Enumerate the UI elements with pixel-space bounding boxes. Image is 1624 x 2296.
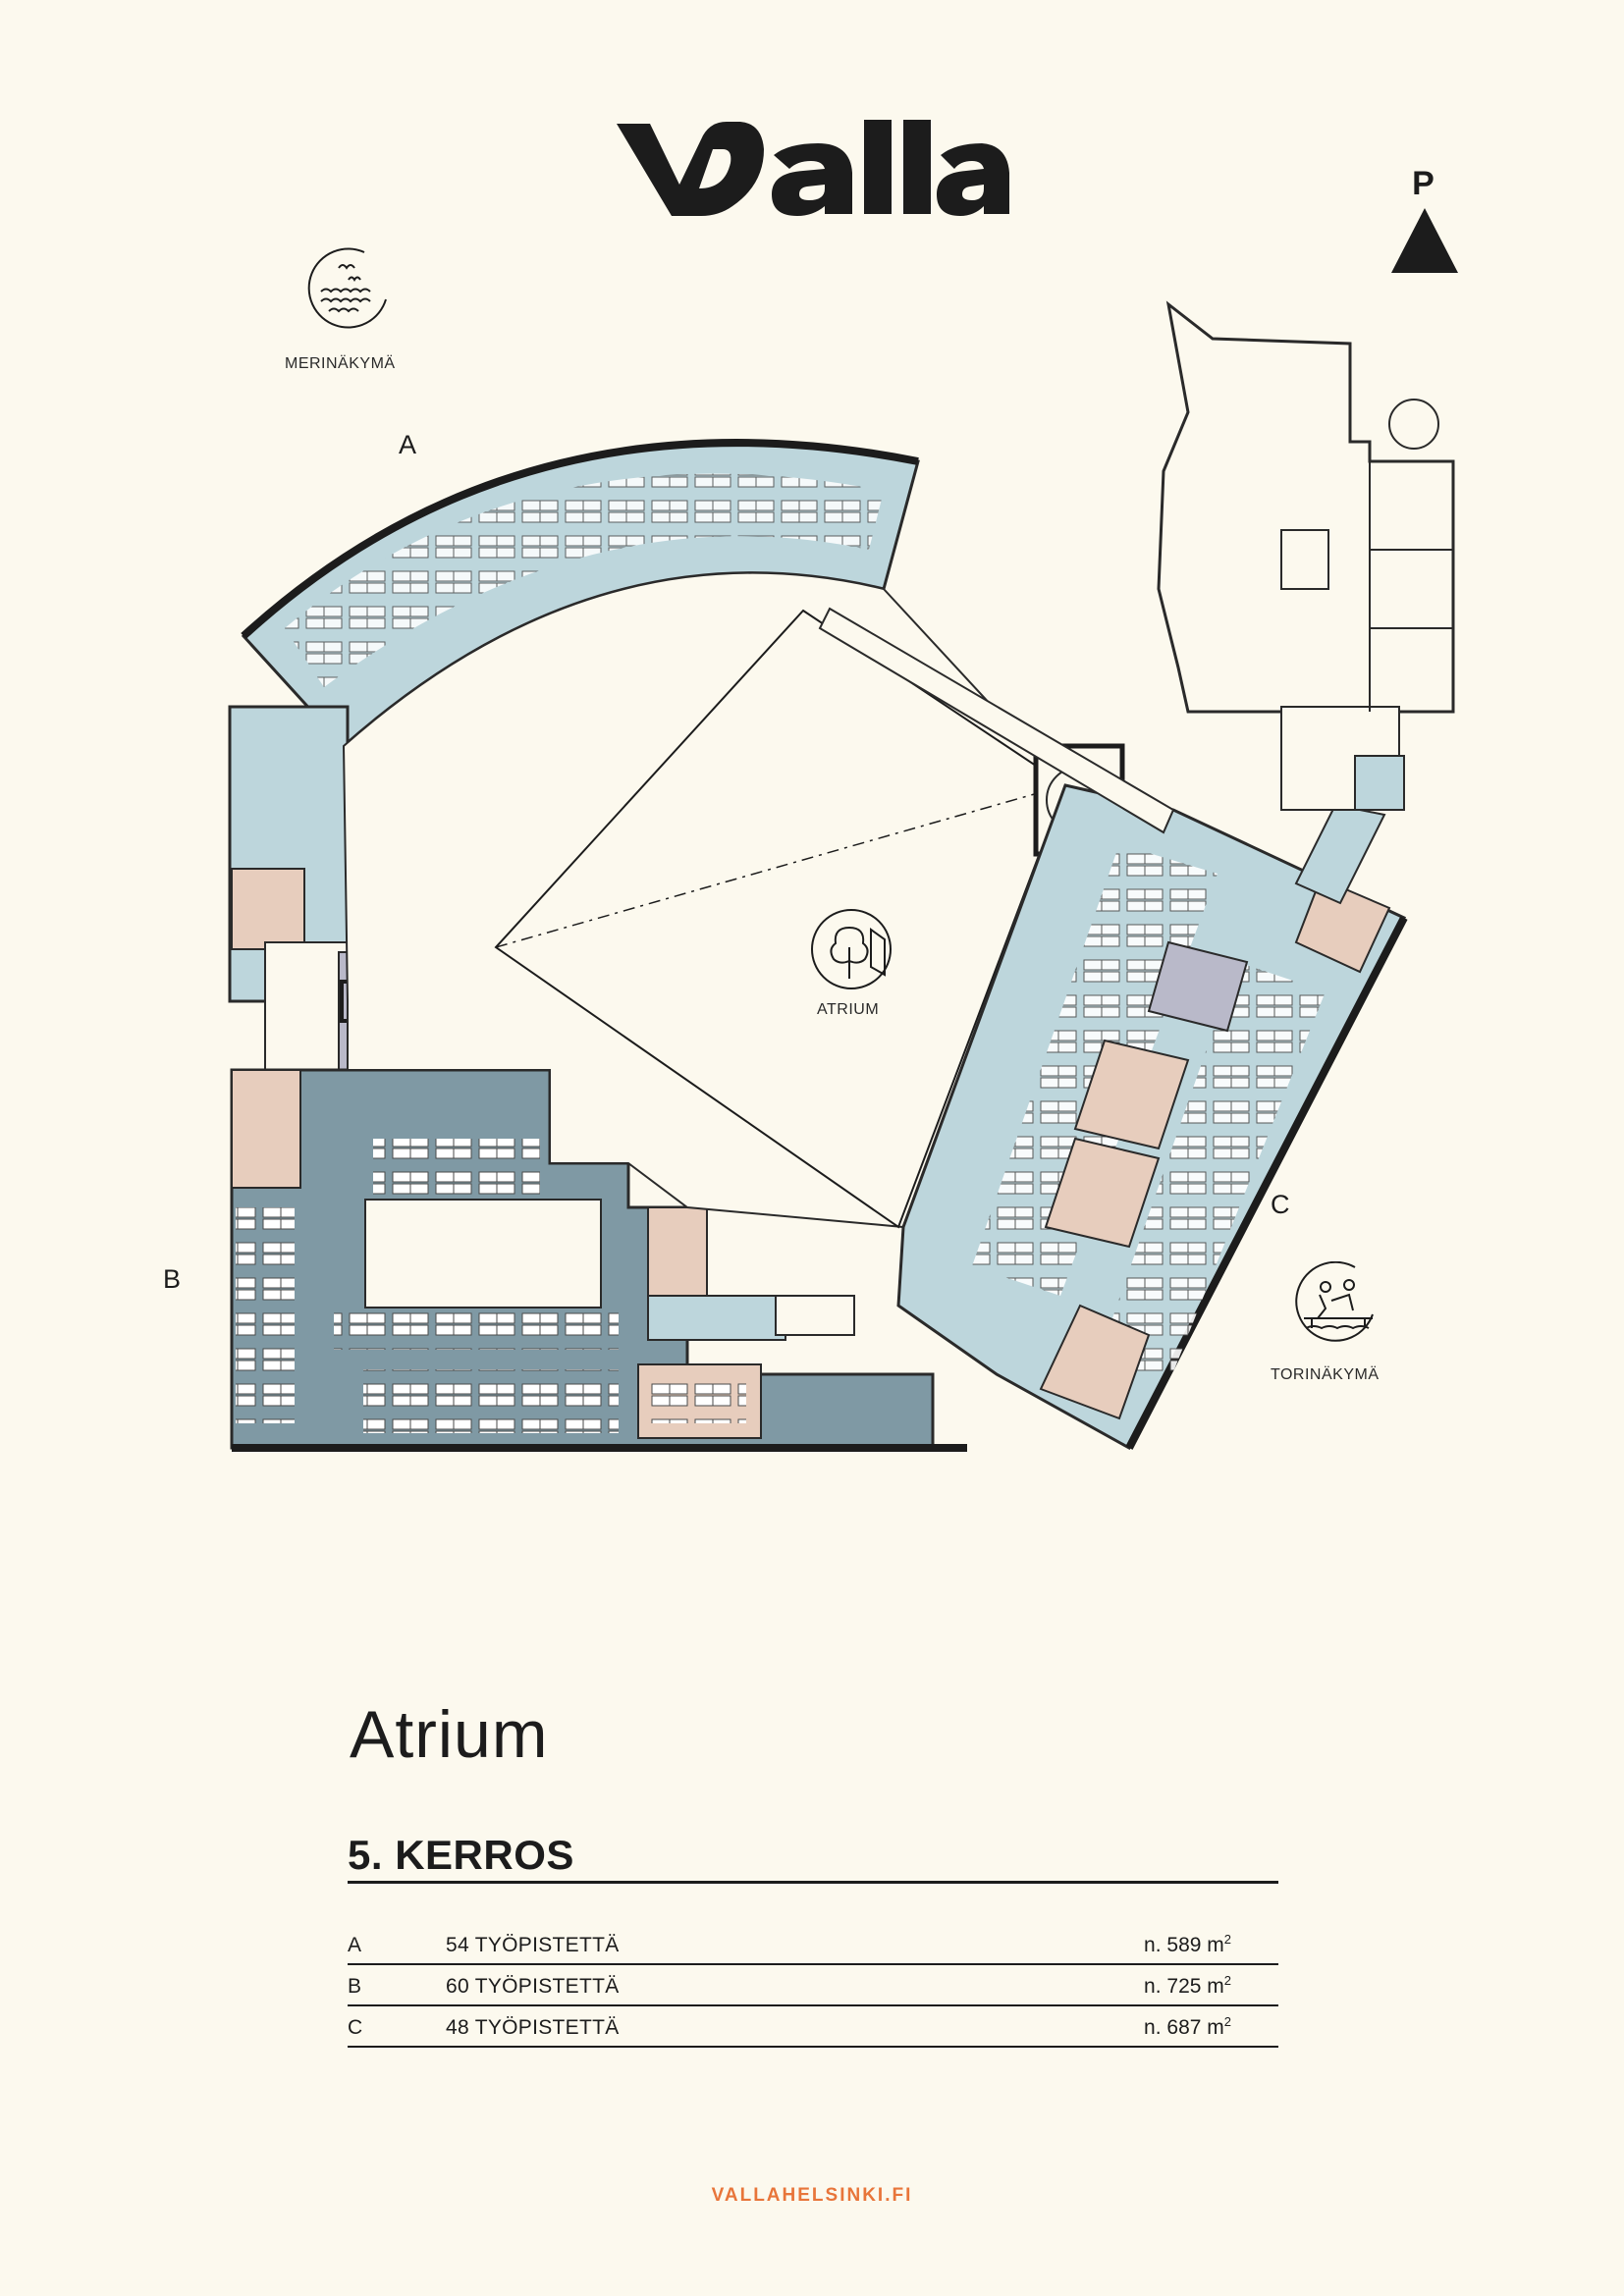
area-size-value: n. 589 m xyxy=(1144,1934,1224,1956)
floor-title: 5. KERROS xyxy=(348,1832,574,1878)
atrium-void xyxy=(342,571,1067,1229)
valla-logo xyxy=(617,120,1009,216)
area-seats: 48 TYÖPISTETTÄ xyxy=(446,2016,620,2039)
area-unit-sup: 2 xyxy=(1223,2014,1231,2029)
zone-b-desks-left xyxy=(236,1207,295,1423)
area-seats: 54 TYÖPISTETTÄ xyxy=(446,1934,620,1956)
north-label: P xyxy=(1412,165,1435,202)
atrium-skylight xyxy=(494,609,1067,1229)
area-size: n. 589 m2 xyxy=(1144,1924,1231,1967)
square-view-icon xyxy=(1295,1261,1374,1342)
ne-building xyxy=(1157,300,1455,714)
zone-c-label: C xyxy=(1271,1190,1290,1219)
website-link[interactable]: VALLAHELSINKI.FI xyxy=(711,2185,913,2206)
area-zone: C xyxy=(348,2016,363,2039)
zone-b-desks-bottom xyxy=(363,1369,619,1433)
building-name: Atrium xyxy=(350,1697,549,1772)
area-size-value: n. 725 m xyxy=(1144,1975,1224,1998)
zone-b-desks-mid xyxy=(334,1310,619,1350)
area-row: A 54 TYÖPISTETTÄ n. 589 m2 xyxy=(348,1924,1278,1965)
sea-view-icon xyxy=(307,247,387,329)
area-size-value: n. 687 m xyxy=(1144,2016,1224,2039)
area-unit-sup: 2 xyxy=(1223,1932,1231,1947)
floor-plan-drawing xyxy=(228,300,1455,1452)
area-zone: A xyxy=(348,1934,362,1956)
zone-b-label: B xyxy=(163,1264,182,1294)
area-size: n. 725 m2 xyxy=(1144,1965,1231,2008)
zone-a-desks xyxy=(285,473,884,687)
area-size: n. 687 m2 xyxy=(1144,2006,1231,2050)
area-row: C 48 TYÖPISTETTÄ n. 687 m2 xyxy=(348,2006,1278,2048)
zone-b-lightwell xyxy=(364,1199,602,1308)
area-unit-sup: 2 xyxy=(1223,1973,1231,1988)
area-zone: B xyxy=(348,1975,362,1998)
floor-title-rule xyxy=(348,1881,1278,1884)
area-table: A 54 TYÖPISTETTÄ n. 589 m2 B 60 TYÖPISTE… xyxy=(348,1924,1278,2048)
zone-b-desks-top xyxy=(373,1139,540,1198)
sea-view-label: MERINÄKYMÄ xyxy=(285,355,396,372)
north-arrow-icon xyxy=(1391,208,1458,273)
tree-icon xyxy=(811,909,892,989)
atrium-label: ATRIUM xyxy=(817,1001,880,1018)
zone-a-label: A xyxy=(399,430,417,459)
north-indicator: P xyxy=(1389,165,1468,283)
square-view-label: TORINÄKYMÄ xyxy=(1271,1366,1380,1383)
area-seats: 60 TYÖPISTETTÄ xyxy=(446,1975,620,1998)
area-row: B 60 TYÖPISTETTÄ n. 725 m2 xyxy=(348,1965,1278,2006)
